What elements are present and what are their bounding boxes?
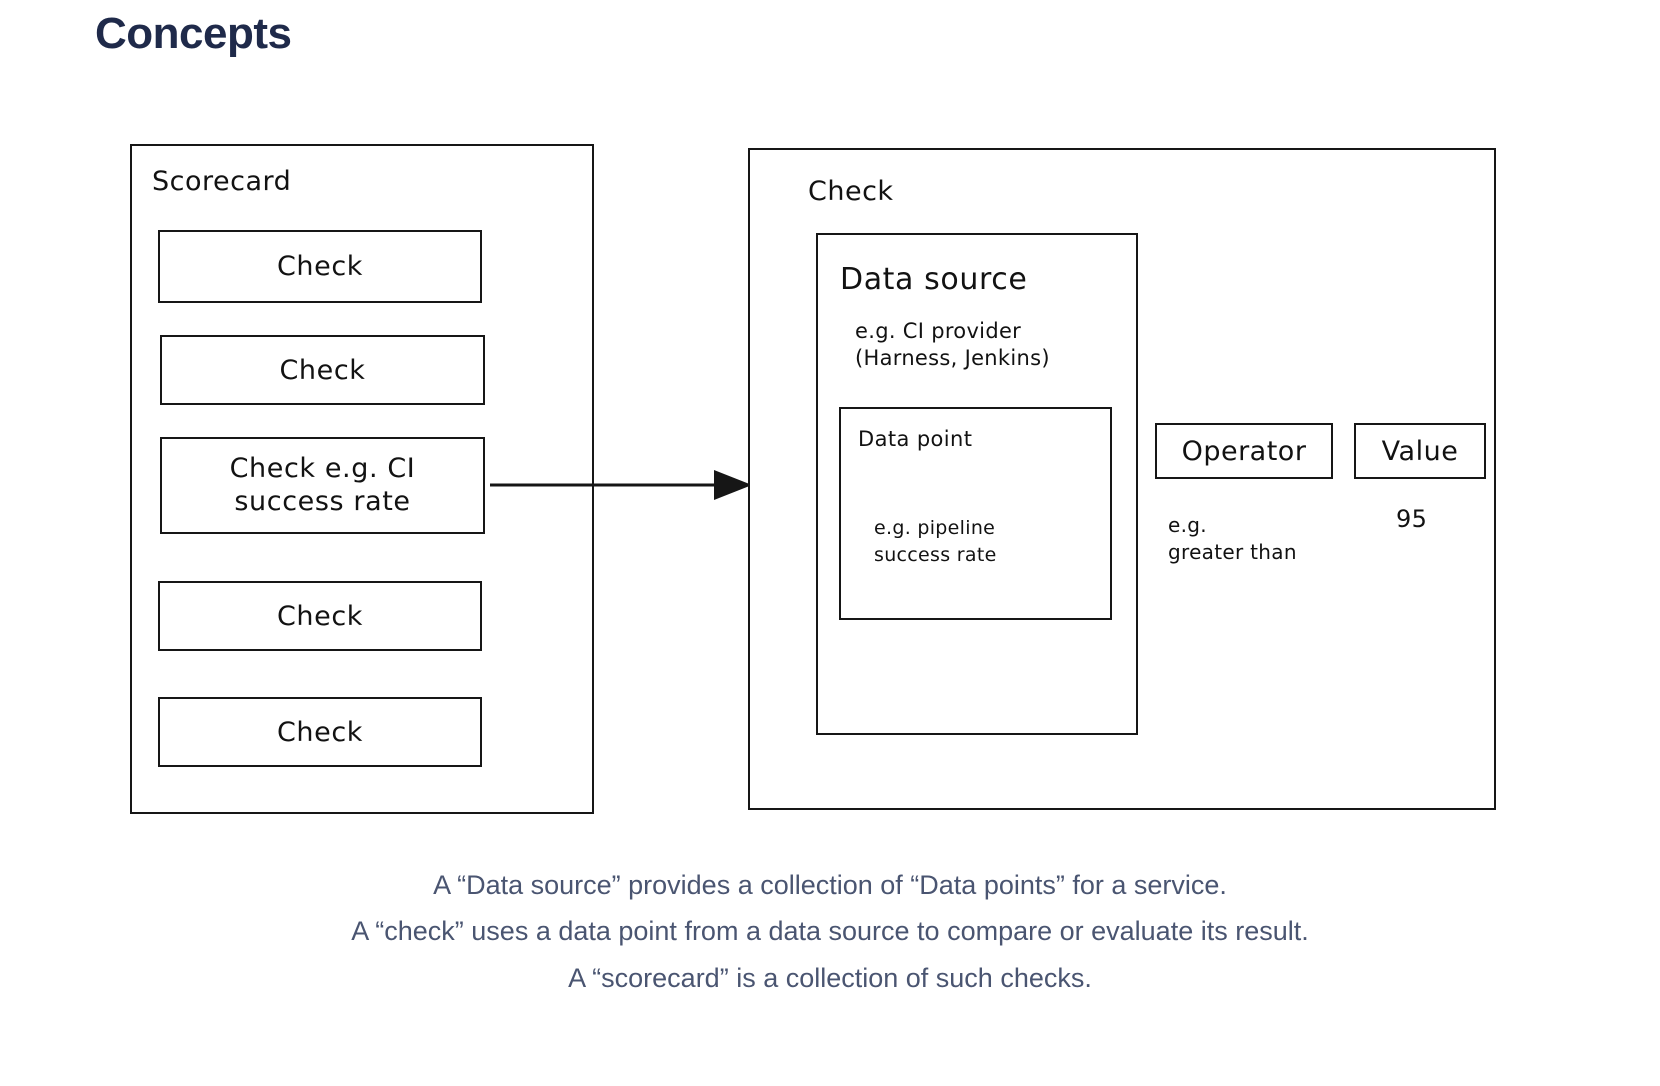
value-label: Value — [1381, 435, 1459, 467]
scorecard-check-item-1[interactable]: Check — [158, 230, 482, 303]
check-item-label: Check — [279, 354, 366, 386]
value-example-note: 95 — [1396, 505, 1428, 533]
concepts-diagram: Scorecard Check Check Check e.g. CI succ… — [130, 144, 1496, 814]
operator-label: Operator — [1181, 435, 1307, 467]
value-box[interactable]: Value — [1354, 423, 1486, 479]
data-point-example-note: e.g. pipeline success rate — [874, 515, 997, 569]
check-item-label: Check — [276, 600, 364, 632]
caption-block: A “Data source” provides a collection of… — [0, 862, 1660, 1001]
data-point-note-line-2: success rate — [874, 543, 997, 566]
operator-example-note: e.g. greater than — [1168, 512, 1297, 566]
caption-line-3: A “scorecard” is a collection of such ch… — [568, 962, 1092, 993]
caption-line-2: A “check” uses a data point from a data … — [351, 916, 1309, 947]
scorecard-check-item-4[interactable]: Check — [158, 581, 482, 651]
operator-box[interactable]: Operator — [1155, 423, 1333, 479]
caption-line-1: A “Data source” provides a collection of… — [433, 870, 1227, 900]
operator-note-line-2: greater than — [1168, 540, 1297, 564]
scorecard-check-item-2[interactable]: Check — [160, 335, 485, 405]
data-source-label: Data source — [840, 262, 1028, 297]
check-item-label-line-1: Check e.g. CI — [229, 452, 416, 484]
data-point-note-line-1: e.g. pipeline — [874, 517, 996, 539]
scorecard-check-item-3[interactable]: Check e.g. CI success rate — [160, 437, 485, 534]
check-item-label: Check — [276, 251, 364, 282]
arrow-right-icon — [490, 470, 752, 500]
operator-note-line-1: e.g. — [1168, 513, 1207, 537]
data-point-label: Data point — [858, 427, 973, 451]
data-point-container — [839, 407, 1112, 620]
data-source-example-note: e.g. CI provider (Harness, Jenkins) — [855, 318, 1050, 373]
check-item-label-line-2: success rate — [234, 485, 411, 517]
check-label: Check — [808, 176, 894, 207]
data-source-note-line-2: (Harness, Jenkins) — [855, 346, 1050, 371]
scorecard-check-item-5[interactable]: Check — [158, 697, 482, 767]
data-source-note-line-1: e.g. CI provider — [855, 319, 1022, 343]
page-title: Concepts — [95, 9, 292, 58]
scorecard-label: Scorecard — [152, 166, 292, 197]
check-item-label: Check — [276, 716, 364, 748]
